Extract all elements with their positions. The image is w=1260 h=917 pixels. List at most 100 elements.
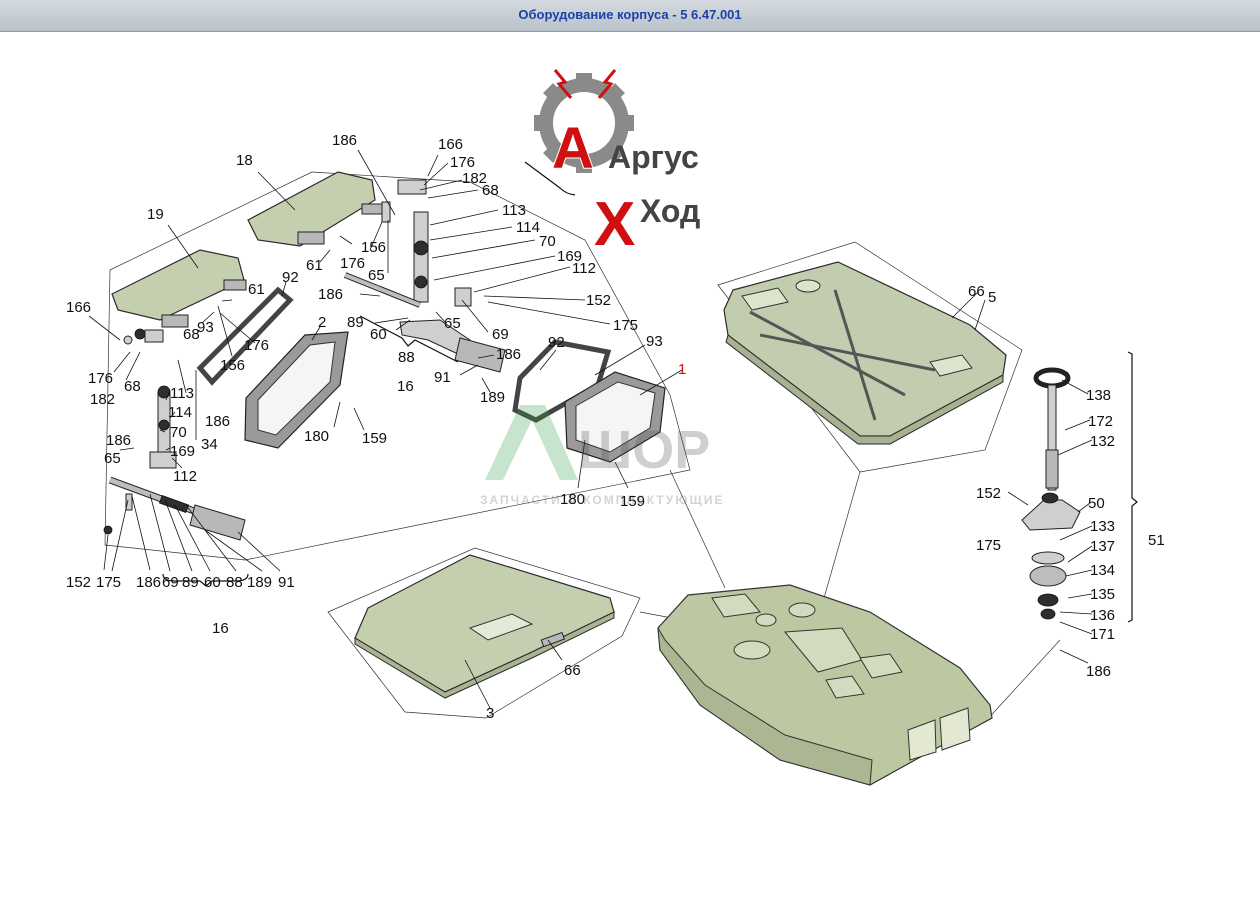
callout-66[interactable]: 66 (968, 283, 985, 300)
callout-51[interactable]: 51 (1148, 532, 1165, 549)
callout-16[interactable]: 16 (212, 620, 229, 637)
callout-19[interactable]: 19 (147, 206, 164, 223)
group-frame-hatches (104, 171, 691, 561)
bracket-51 (1127, 351, 1138, 623)
callout-186[interactable]: 186 (136, 574, 161, 591)
callout-171[interactable]: 171 (1090, 626, 1115, 643)
callout-18[interactable]: 18 (236, 152, 253, 169)
callout-156[interactable]: 156 (220, 357, 245, 374)
window-title: Оборудование корпуса - 5 6.47.001 (518, 7, 742, 22)
callout-152[interactable]: 152 (586, 292, 611, 309)
leader-lines (88, 149, 1093, 709)
callout-186[interactable]: 186 (205, 413, 230, 430)
callout-50[interactable]: 50 (1088, 495, 1105, 512)
callout-186[interactable]: 186 (496, 346, 521, 363)
svg-text:А: А (552, 116, 594, 181)
callout-91[interactable]: 91 (434, 369, 451, 386)
callout-175[interactable]: 175 (613, 317, 638, 334)
callout-34[interactable]: 34 (201, 436, 218, 453)
callout-159[interactable]: 159 (362, 430, 387, 447)
callout-88[interactable]: 88 (226, 574, 243, 591)
callout-113[interactable]: 113 (170, 385, 194, 402)
callout-182[interactable]: 182 (90, 391, 115, 408)
callout-138[interactable]: 138 (1086, 387, 1111, 404)
callout-91[interactable]: 91 (278, 574, 295, 591)
group-frame-top-plate (717, 241, 1023, 473)
right-linkage (343, 179, 506, 373)
callout-92[interactable]: 92 (282, 269, 299, 286)
callout-156[interactable]: 156 (361, 239, 386, 256)
callout-93[interactable]: 93 (197, 319, 214, 336)
callout-88[interactable]: 88 (398, 349, 415, 366)
callout-189[interactable]: 189 (480, 389, 505, 406)
callout-93[interactable]: 93 (646, 333, 663, 350)
callout-112[interactable]: 112 (173, 468, 197, 485)
callout-65[interactable]: 65 (368, 267, 385, 284)
window-frame-1 (564, 371, 666, 463)
callout-176[interactable]: 176 (340, 255, 365, 272)
callout-65[interactable]: 65 (444, 315, 461, 332)
callout-114[interactable]: 114 (516, 219, 540, 236)
argus-hod-logo: А Аргус Х Ход (534, 69, 700, 260)
callout-159[interactable]: 159 (620, 493, 645, 510)
callout-92[interactable]: 92 (548, 334, 565, 351)
callout-136[interactable]: 136 (1090, 607, 1115, 624)
callout-189[interactable]: 189 (247, 574, 272, 591)
callout-2[interactable]: 2 (318, 314, 326, 331)
callout-3[interactable]: 3 (486, 705, 494, 722)
watermark-brand: ШОР (578, 420, 710, 480)
callout-186[interactable]: 186 (1086, 663, 1111, 680)
callout-182[interactable]: 182 (462, 170, 487, 187)
callout-16[interactable]: 16 (397, 378, 414, 395)
callout-166[interactable]: 166 (438, 136, 463, 153)
callout-68[interactable]: 68 (482, 182, 499, 199)
watermark-tagline: ЗАПЧАСТИ & КОМПЛЕКТУЮЩИЕ (480, 493, 724, 507)
callout-89[interactable]: 89 (182, 574, 199, 591)
top-plate-5 (723, 261, 1007, 445)
callout-152[interactable]: 152 (976, 485, 1001, 502)
callout-133[interactable]: 133 (1090, 518, 1115, 535)
callout-113[interactable]: 113 (502, 202, 526, 219)
callout-60[interactable]: 60 (370, 326, 387, 343)
group-frame-bottom-plate (327, 547, 641, 719)
callout-180[interactable]: 180 (304, 428, 329, 445)
callout-186[interactable]: 186 (318, 286, 343, 303)
callout-175[interactable]: 175 (96, 574, 121, 591)
callout-134[interactable]: 134 (1090, 562, 1115, 579)
callout-186[interactable]: 186 (332, 132, 357, 149)
callout-176[interactable]: 176 (244, 337, 269, 354)
callout-1[interactable]: 1 (678, 361, 686, 378)
callout-169[interactable]: 169 (170, 443, 195, 460)
callout-70[interactable]: 70 (539, 233, 556, 250)
callout-169[interactable]: 169 (557, 248, 582, 265)
callout-112[interactable]: 112 (572, 260, 596, 277)
callout-135[interactable]: 135 (1090, 586, 1115, 603)
exploded-parts-diagram: ШОР ЗАПЧАСТИ & КОМПЛЕКТУЮЩИЕ А Аргус Х Х… (0, 33, 1260, 912)
logo-line2: Ход (640, 193, 700, 229)
callout-114[interactable]: 114 (168, 404, 192, 421)
callout-132[interactable]: 132 (1090, 433, 1115, 450)
callout-175[interactable]: 175 (976, 537, 1001, 554)
callout-137[interactable]: 137 (1090, 538, 1115, 555)
callout-5[interactable]: 5 (988, 289, 996, 306)
callout-68[interactable]: 68 (183, 326, 200, 343)
callout-89[interactable]: 89 (347, 314, 364, 331)
callout-70[interactable]: 70 (170, 424, 187, 441)
callout-176[interactable]: 176 (450, 154, 475, 171)
callout-166[interactable]: 166 (66, 299, 91, 316)
callout-172[interactable]: 172 (1088, 413, 1113, 430)
callout-69[interactable]: 69 (162, 574, 179, 591)
callout-68[interactable]: 68 (124, 378, 141, 395)
callout-152[interactable]: 152 (66, 574, 91, 591)
bolt-assembly-51 (1021, 367, 1081, 620)
callout-61[interactable]: 61 (248, 281, 265, 298)
callout-180[interactable]: 180 (560, 491, 585, 508)
callout-66[interactable]: 66 (564, 662, 581, 679)
callout-186[interactable]: 186 (106, 432, 131, 449)
callout-61[interactable]: 61 (306, 257, 323, 274)
callout-labels: 18 19 166 61 93 176 156 176 182 68 68 11… (66, 132, 1165, 722)
callout-60[interactable]: 60 (204, 574, 221, 591)
callout-65[interactable]: 65 (104, 450, 121, 467)
callout-176[interactable]: 176 (88, 370, 113, 387)
callout-69[interactable]: 69 (492, 326, 509, 343)
